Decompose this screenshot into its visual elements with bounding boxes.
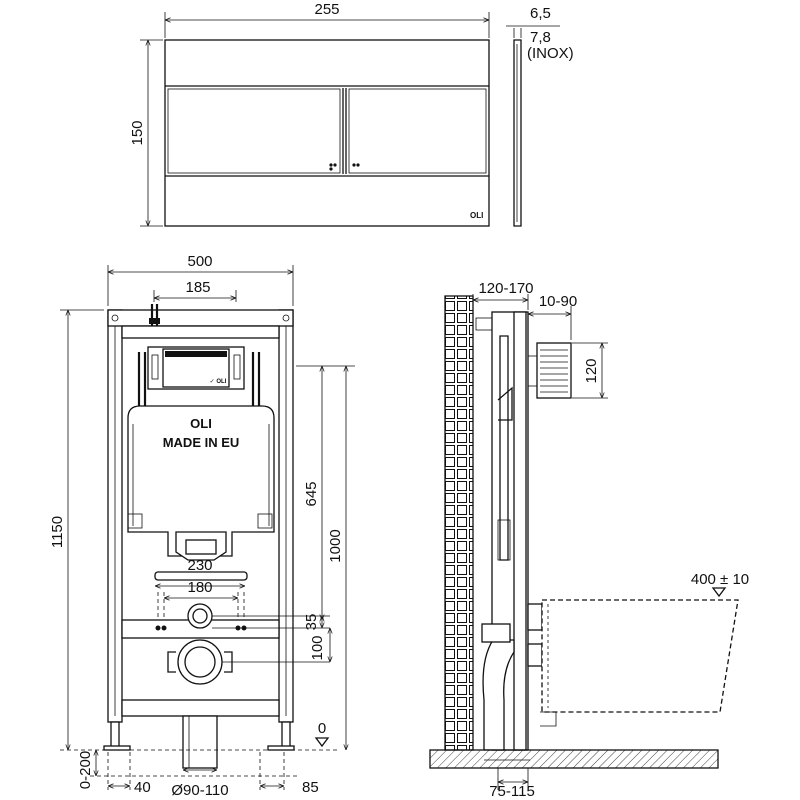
dim-zero-level: 0 bbox=[318, 720, 326, 737]
dim-foot-40: 40 bbox=[134, 779, 151, 796]
dim-100: 100 bbox=[309, 635, 326, 660]
cistern-body bbox=[127, 405, 275, 557]
plate-brand-logo: OLI bbox=[470, 211, 483, 220]
cistern-brand-logo: OLI bbox=[190, 416, 212, 431]
dim-plate-inox-note: (INOX) bbox=[527, 45, 574, 62]
side-view: 120-170 10-90 120 400 ± 10 75-115 bbox=[429, 280, 749, 800]
frame-right-foot bbox=[281, 721, 291, 749]
frame-left-foot bbox=[110, 721, 120, 749]
dim-plate-width: 255 bbox=[314, 1, 339, 18]
dim-frame-width: 500 bbox=[187, 253, 212, 270]
svg-text:✓ OLI: ✓ OLI bbox=[210, 379, 227, 385]
floor-slab bbox=[429, 749, 719, 769]
brick-wall bbox=[444, 295, 474, 751]
flush-plate-front-view: OLI 255 150 6,5 7,8 (INOX) bbox=[129, 1, 574, 227]
dim-bolt-outer: 230 bbox=[187, 557, 212, 574]
button-symbol-large-icon bbox=[352, 163, 360, 167]
dim-cistern-height: 645 bbox=[303, 481, 320, 506]
dim-total-height: 1000 bbox=[327, 529, 344, 562]
frame-front-view: ✓ OLI OLI MADE IN EU bbox=[49, 253, 355, 799]
frame-top-rail bbox=[107, 309, 294, 327]
dim-foot-adjust: 0-200 bbox=[77, 751, 94, 789]
dim-bowl-height: 400 ± 10 bbox=[691, 571, 749, 588]
frame-bottom-rail bbox=[121, 699, 280, 717]
drain-pipe bbox=[182, 715, 218, 769]
inspection-box bbox=[536, 342, 572, 399]
dim-plate-thickness-1: 6,5 bbox=[530, 5, 551, 22]
dim-drain-diameter: Ø90-110 bbox=[171, 782, 228, 799]
wall-hung-toilet-bowl bbox=[541, 599, 739, 713]
dim-wall-depth: 120-170 bbox=[478, 280, 533, 297]
drain-elbow bbox=[482, 639, 515, 751]
dim-foot-85: 85 bbox=[302, 779, 319, 796]
flush-plate-side-profile bbox=[513, 39, 522, 227]
bowl-level-marker-icon bbox=[711, 587, 727, 598]
cistern-made-in-label: MADE IN EU bbox=[163, 435, 240, 450]
dim-bolt-inner: 180 bbox=[187, 579, 212, 596]
dim-inspection-depth: 10-90 bbox=[539, 293, 577, 310]
dim-35: 35 bbox=[303, 614, 320, 631]
flush-plate-outline bbox=[164, 39, 490, 227]
dim-floor-depth: 75-115 bbox=[489, 783, 535, 800]
button-symbol-small-icon bbox=[329, 163, 337, 171]
dim-inlet-offset: 185 bbox=[185, 279, 210, 296]
water-inlet-icon bbox=[149, 304, 160, 326]
dim-inspection-height: 120 bbox=[583, 358, 600, 383]
dim-plate-thickness-2: 7,8 bbox=[530, 29, 551, 46]
level-marker-icon bbox=[314, 737, 330, 748]
dim-plate-height: 150 bbox=[129, 120, 146, 145]
dim-frame-height: 1150 bbox=[49, 516, 66, 548]
water-connection-icon bbox=[187, 603, 213, 629]
